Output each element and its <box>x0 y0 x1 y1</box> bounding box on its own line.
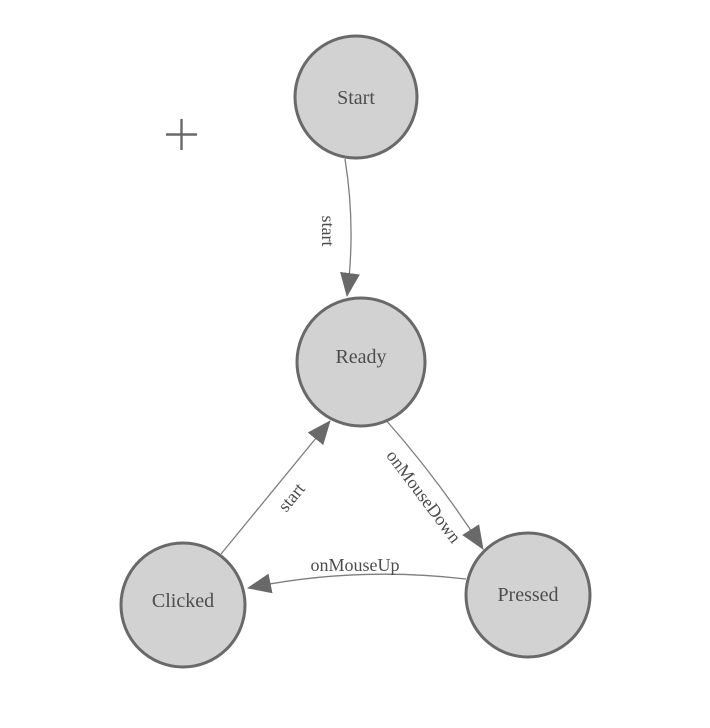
node-label: Clicked <box>152 590 214 612</box>
node-label: Pressed <box>497 584 558 606</box>
edge-ready-pressed[interactable]: onMouseDown <box>382 418 484 550</box>
node-label: Start <box>337 87 375 109</box>
edge-label: start <box>274 479 309 516</box>
node-label: Ready <box>335 346 386 368</box>
plus-crosshair-icon <box>166 119 197 150</box>
edge-start-ready[interactable]: start <box>318 158 360 297</box>
edge-label: start <box>318 216 338 247</box>
edge-pressed-clicked[interactable]: onMouseUp <box>247 555 467 594</box>
edge-clicked-ready[interactable]: start <box>220 420 331 555</box>
edge-label: onMouseUp <box>311 555 400 575</box>
state-node-ready[interactable]: Ready <box>295 296 427 428</box>
state-node-start[interactable]: Start <box>293 34 419 160</box>
state-node-clicked[interactable]: Clicked <box>119 541 247 669</box>
state-node-pressed[interactable]: Pressed <box>464 531 592 659</box>
edge-label: onMouseDown <box>382 446 465 547</box>
